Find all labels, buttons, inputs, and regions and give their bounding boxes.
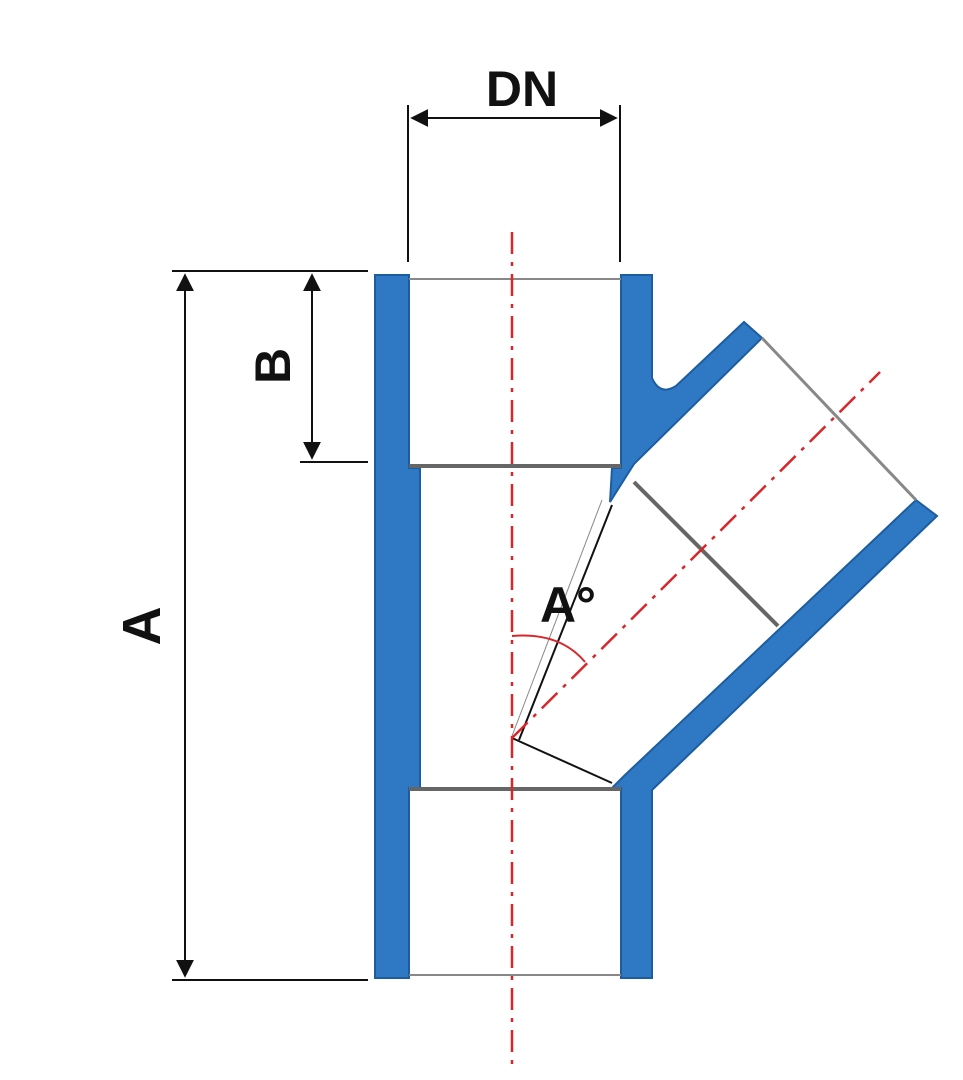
branch-rim [760, 336, 918, 502]
a-label: A [112, 607, 172, 646]
branch-socket-bottom [632, 480, 780, 628]
centerlines [510, 232, 881, 1072]
dimensions [172, 105, 621, 981]
left-wall [374, 274, 421, 979]
angle-arc [511, 634, 586, 663]
fitting-body [374, 274, 939, 979]
angle-label: A° [540, 577, 596, 633]
dn-label: DN [486, 61, 558, 117]
right-lower-wall [609, 498, 939, 979]
branch-lower-edge [511, 737, 613, 784]
branch-inner-edge-2 [511, 499, 603, 737]
branch-inner-edge [518, 504, 613, 741]
b-label: B [245, 348, 301, 384]
right-upper-wall [609, 274, 764, 503]
branch-centerline [511, 371, 881, 739]
